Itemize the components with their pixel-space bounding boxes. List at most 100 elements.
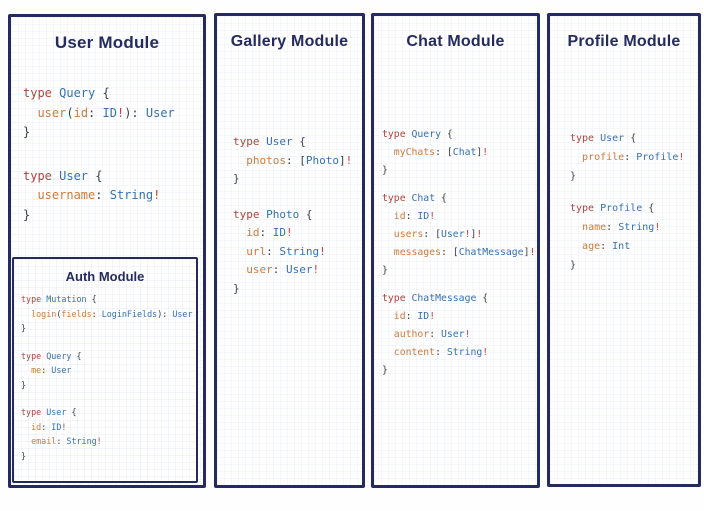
- code-token: :: [56, 436, 67, 446]
- code-block: type Profile { name: String! age: Int}: [570, 199, 698, 275]
- code-token: }: [21, 379, 27, 390]
- code-line: }: [570, 256, 698, 275]
- code-token: [233, 263, 246, 276]
- code-token: ):: [124, 105, 146, 120]
- code-token: :: [405, 311, 418, 322]
- code-token: !: [464, 229, 471, 240]
- code-token: }: [233, 281, 240, 295]
- code-line: }: [21, 378, 196, 393]
- code-token: type: [233, 207, 267, 221]
- code-block: type User { id: ID! email: String!}: [21, 405, 196, 463]
- code-token: Profile: [600, 203, 649, 214]
- module-title-user: User Module: [54, 33, 160, 52]
- code-line: type Query {: [21, 349, 196, 364]
- code-token: user: [37, 105, 67, 120]
- module-panel-user: User Module type Query { user(id: ID!): …: [8, 14, 206, 488]
- code-token: }: [382, 265, 388, 276]
- code-token: }: [21, 323, 27, 333]
- code-line: }: [23, 123, 203, 143]
- code-token: type: [21, 350, 47, 361]
- code-token: photos: [246, 153, 286, 167]
- code-token: type: [233, 135, 267, 148]
- code-token: !: [429, 311, 436, 322]
- code-token: me: [31, 365, 42, 375]
- module-title-chat: Chat Module: [406, 33, 505, 50]
- code-line: email: String!: [21, 434, 196, 449]
- code-token: url: [246, 244, 267, 258]
- code-token: [382, 229, 394, 240]
- code-token: }: [382, 365, 388, 376]
- code-token: type: [382, 129, 412, 140]
- code-token: [382, 311, 394, 322]
- code-line: type User {: [21, 405, 196, 420]
- code-token: :: [95, 188, 110, 202]
- code-token: user: [246, 263, 273, 276]
- code-token: type: [570, 133, 601, 144]
- code-token: {: [76, 350, 82, 361]
- code-token: {: [630, 133, 637, 144]
- code-line: type Photo {: [233, 206, 362, 225]
- code-token: id: [393, 211, 406, 222]
- code-token: name: [582, 222, 607, 233]
- code-token: messages: [393, 247, 441, 258]
- code-token: {: [71, 407, 77, 417]
- module-panel-auth: Auth Module type Mutation { login(fields…: [12, 257, 198, 483]
- code-token: }: [23, 125, 31, 139]
- code-token: Query: [59, 86, 103, 100]
- module-title-gallery: Gallery Module: [230, 33, 349, 50]
- code-token: {: [446, 129, 453, 140]
- code-token: [233, 226, 246, 239]
- code-token: {: [441, 193, 447, 204]
- code-token: [382, 347, 394, 358]
- code-token: !: [116, 105, 125, 120]
- code-line: myChats: [Chat]!: [382, 144, 537, 162]
- code-token: }: [570, 260, 577, 271]
- code-line: id: ID!: [382, 308, 537, 326]
- code-token: !: [529, 247, 536, 258]
- code-block: type Mutation { login(fields: LoginField…: [21, 292, 196, 336]
- code-token: }: [233, 172, 240, 185]
- code-area-gallery: type User { photos: [Photo]!}type Photo …: [217, 133, 362, 298]
- code-token: !: [482, 147, 489, 158]
- code-token: author: [393, 329, 430, 340]
- code-token: String: [446, 347, 483, 358]
- code-token: email: [31, 436, 57, 446]
- code-token: [21, 309, 31, 319]
- code-line: }: [382, 162, 537, 180]
- code-area-profile: type User { profile: Profile!}type Profi…: [550, 129, 698, 275]
- code-token: User: [440, 329, 465, 340]
- code-line: type Query {: [23, 84, 203, 104]
- code-token: id: [73, 105, 89, 120]
- code-line: id: ID!: [21, 420, 196, 435]
- code-token: !: [96, 436, 102, 446]
- code-token: login: [31, 308, 57, 319]
- code-token: age: [582, 241, 601, 252]
- module-panel-profile: Profile Module type User { profile: Prof…: [547, 13, 701, 487]
- code-block: type Photo { id: ID! url: String! user: …: [233, 206, 362, 299]
- code-token: [570, 152, 582, 163]
- code-line: user: User!: [233, 261, 362, 280]
- code-token: :: [91, 308, 102, 319]
- code-token: content: [393, 347, 436, 358]
- code-block: type Chat { id: ID! users: [User!]! mess…: [382, 190, 537, 280]
- code-token: User: [59, 168, 96, 183]
- code-token: }: [21, 450, 27, 461]
- code-token: !: [654, 222, 661, 233]
- code-token: !: [678, 152, 685, 163]
- code-token: [570, 241, 582, 252]
- code-line: name: String!: [570, 218, 698, 237]
- code-token: type: [21, 294, 47, 304]
- code-token: [21, 365, 31, 375]
- code-token: [382, 147, 394, 158]
- code-token: {: [91, 294, 97, 304]
- module-panel-chat: Chat Module type Query { myChats: [Chat]…: [371, 13, 540, 488]
- code-line: id: ID!: [233, 224, 362, 243]
- code-token: {: [648, 203, 655, 214]
- code-line: type User {: [233, 133, 362, 152]
- code-token: ]: [339, 153, 346, 167]
- code-token: ID: [272, 226, 286, 239]
- code-token: [21, 436, 31, 446]
- code-block: type ChatMessage { id: ID! author: User!…: [382, 290, 537, 380]
- code-block: type User { username: String!}: [23, 167, 203, 226]
- code-token: !: [153, 188, 161, 202]
